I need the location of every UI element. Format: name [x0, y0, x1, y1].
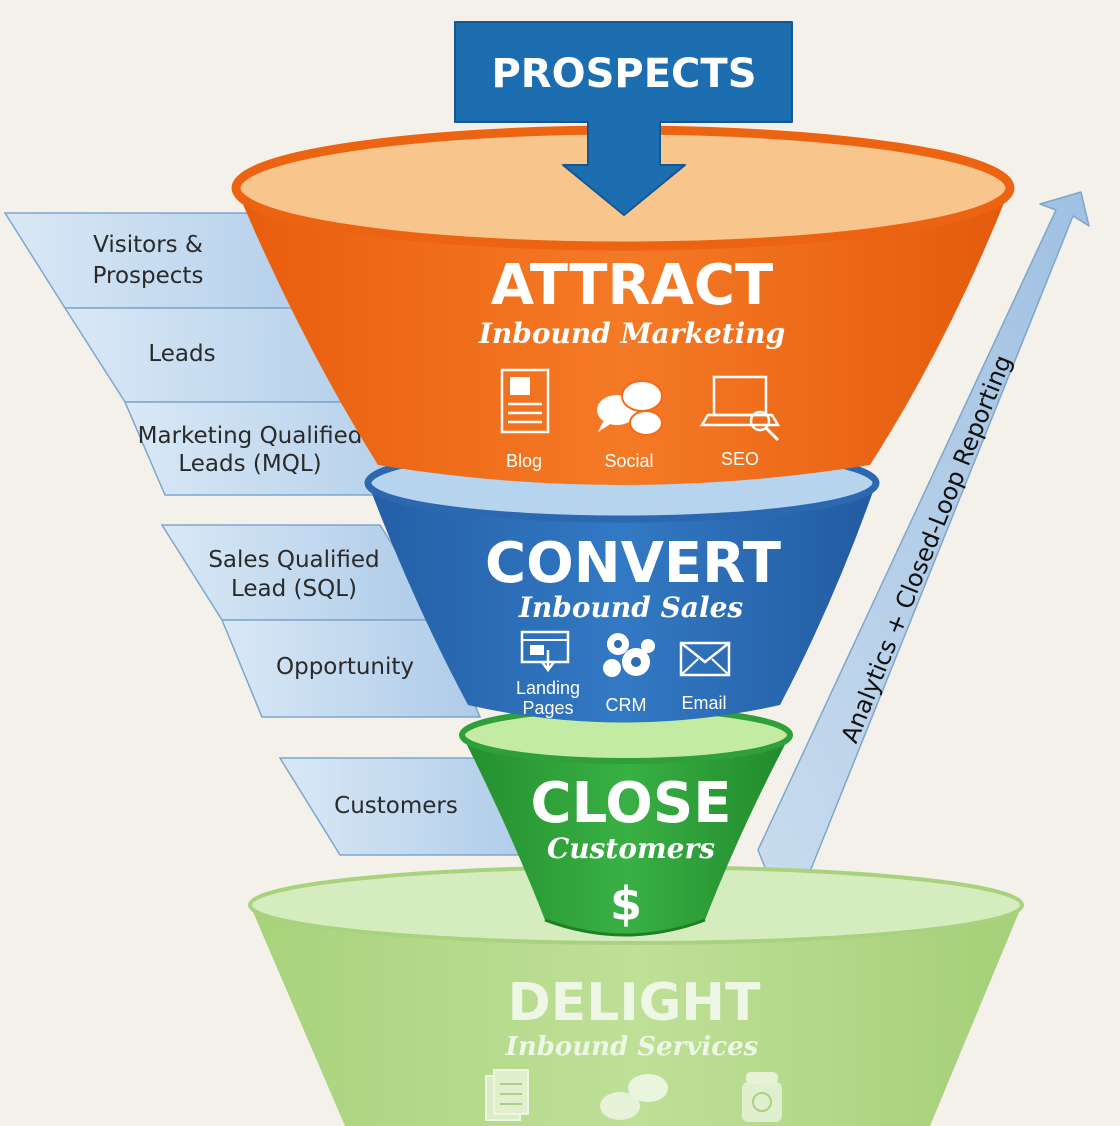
band-customers-label: Customers — [334, 793, 458, 819]
email-label: Email — [681, 693, 726, 713]
close-title: CLOSE — [531, 771, 732, 836]
social-icon — [597, 380, 663, 436]
seo-icon — [699, 375, 781, 442]
email-icon — [679, 641, 731, 677]
band-mql-line1: Marketing Qualified — [138, 423, 363, 449]
close-subtitle: Customers — [547, 832, 715, 865]
documents-icon — [485, 1069, 529, 1121]
band-mql-line2: Leads (MQL) — [178, 451, 321, 477]
attract-title: ATTRACT — [491, 253, 773, 318]
band-sql-line2: Lead (SQL) — [231, 576, 357, 602]
delight-subtitle: Inbound Services — [505, 1032, 759, 1062]
seo-label: SEO — [721, 449, 759, 469]
social-label: Social — [604, 451, 653, 471]
prospects-label: PROSPECTS — [491, 51, 756, 97]
band-opportunity-label: Opportunity — [276, 654, 414, 680]
convert-subtitle: Inbound Sales — [518, 591, 744, 624]
blog-icon — [500, 368, 550, 434]
band-opportunity: Opportunity — [220, 619, 482, 718]
landing-pages-label-line1: Landing — [516, 678, 580, 698]
band-visitors-line1: Visitors & — [93, 232, 203, 258]
band-sql-line1: Sales Qualified — [208, 547, 379, 573]
funnel-attract: ATTRACT Inbound Marketing Blog Social SE… — [231, 125, 1015, 485]
chat-icon — [600, 1074, 668, 1120]
dollar-icon: $ — [610, 877, 642, 931]
landing-pages-icon — [520, 630, 570, 673]
crm-icon — [603, 633, 655, 677]
convert-title: CONVERT — [485, 531, 781, 596]
band-sql: Sales Qualified Lead (SQL) — [160, 524, 442, 621]
blog-label: Blog — [506, 451, 542, 471]
landing-pages-label-line2: Pages — [522, 698, 573, 718]
prospects-arrow: PROSPECTS — [454, 21, 793, 216]
delight-title: DELIGHT — [508, 973, 761, 1033]
band-customers: Customers — [278, 757, 542, 856]
band-visitors-line2: Prospects — [93, 263, 204, 289]
telephone-icon — [742, 1072, 782, 1122]
crm-label: CRM — [606, 695, 647, 715]
funnel-delight: DELIGHT Inbound Services — [248, 865, 1024, 1126]
attract-subtitle: Inbound Marketing — [478, 317, 785, 350]
band-leads-label: Leads — [148, 341, 215, 367]
